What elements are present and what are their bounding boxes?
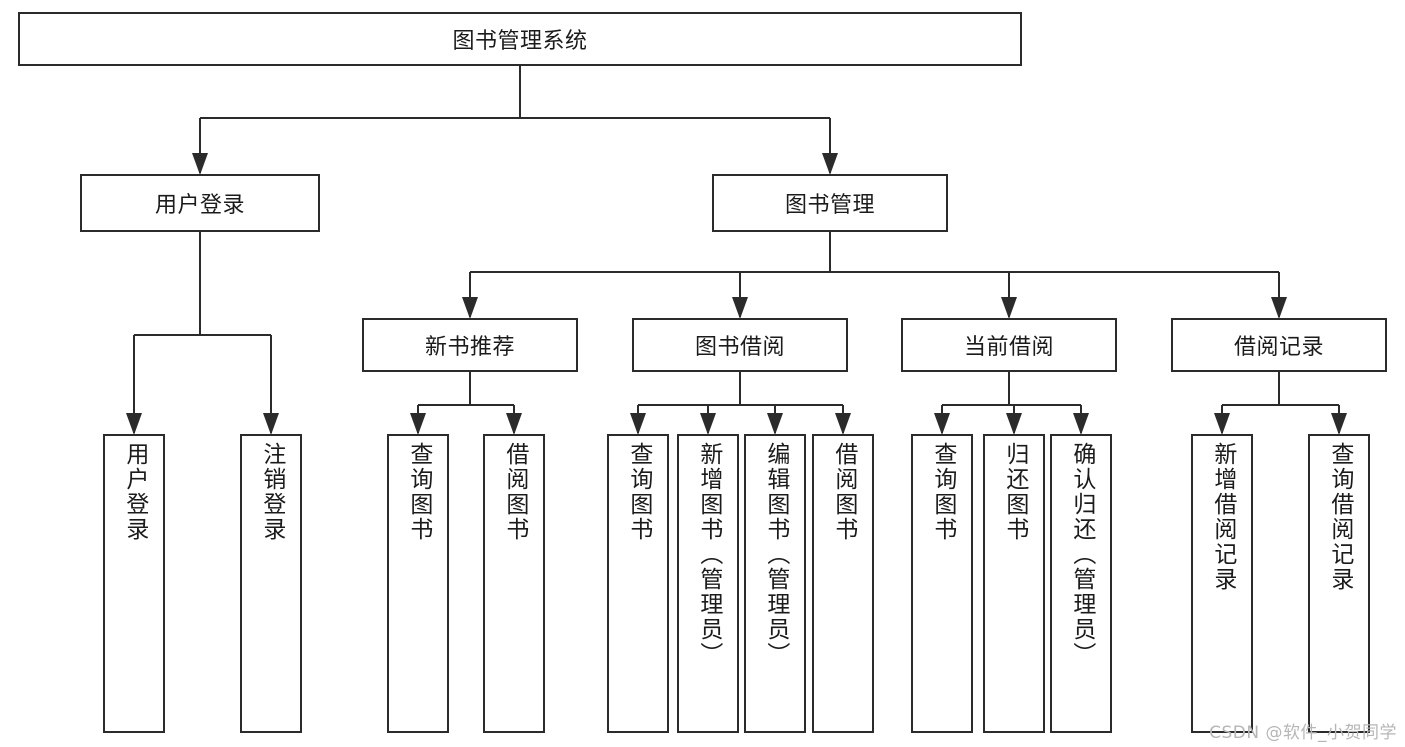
- root-node-0[interactable]: 图书管理系统: [18, 12, 1022, 66]
- leaf-node-8[interactable]: 查询图书: [911, 434, 973, 733]
- root-node-label: 图书管理系统: [452, 29, 588, 54]
- level3-node-label: 图书借阅: [694, 335, 785, 360]
- leaf-node-label: 新增图书（管理员）: [695, 442, 722, 667]
- level2-node-label: 用户登录: [154, 193, 245, 218]
- level3-node-1[interactable]: 图书借阅: [632, 318, 848, 372]
- leaf-node-4[interactable]: 查询图书: [607, 434, 669, 733]
- leaf-node-label: 确认归还（管理员）: [1068, 442, 1095, 667]
- leaf-node-label: 借阅图书: [830, 442, 857, 542]
- leaf-node-5[interactable]: 新增图书（管理员）: [677, 434, 739, 733]
- leaf-node-label: 查询图书: [929, 442, 956, 542]
- level3-node-label: 新书推荐: [424, 335, 515, 360]
- level3-node-2[interactable]: 当前借阅: [901, 318, 1117, 372]
- level3-node-0[interactable]: 新书推荐: [362, 318, 578, 372]
- leaf-node-3[interactable]: 借阅图书: [483, 434, 545, 733]
- leaf-node-6[interactable]: 编辑图书（管理员）: [744, 434, 806, 733]
- leaf-node-label: 查询借阅记录: [1326, 442, 1353, 592]
- leaf-node-11[interactable]: 新增借阅记录: [1191, 434, 1253, 733]
- leaf-node-label: 借阅图书: [501, 442, 528, 542]
- level2-node-0[interactable]: 用户登录: [80, 174, 320, 232]
- level2-node-label: 图书管理: [784, 193, 875, 218]
- level3-node-label: 借阅记录: [1233, 335, 1324, 360]
- leaf-node-label: 注销登录: [258, 442, 285, 542]
- level3-node-3[interactable]: 借阅记录: [1171, 318, 1387, 372]
- leaf-node-label: 查询图书: [625, 442, 652, 542]
- leaf-node-12[interactable]: 查询借阅记录: [1308, 434, 1370, 733]
- level3-node-label: 当前借阅: [963, 335, 1054, 360]
- leaf-node-label: 新增借阅记录: [1209, 442, 1236, 592]
- leaf-node-label: 编辑图书（管理员）: [762, 442, 789, 667]
- leaf-node-label: 查询图书: [405, 442, 432, 542]
- leaf-node-label: 归还图书: [1001, 442, 1028, 542]
- leaf-node-10[interactable]: 确认归还（管理员）: [1050, 434, 1112, 733]
- leaf-node-7[interactable]: 借阅图书: [812, 434, 874, 733]
- leaf-node-0[interactable]: 用户登录: [103, 434, 165, 733]
- leaf-node-9[interactable]: 归还图书: [983, 434, 1045, 733]
- watermark: CSDN @软件_小贺同学: [1209, 723, 1397, 743]
- leaf-node-1[interactable]: 注销登录: [240, 434, 302, 733]
- level2-node-1[interactable]: 图书管理: [712, 174, 948, 232]
- leaf-node-label: 用户登录: [121, 442, 148, 542]
- leaf-node-2[interactable]: 查询图书: [387, 434, 449, 733]
